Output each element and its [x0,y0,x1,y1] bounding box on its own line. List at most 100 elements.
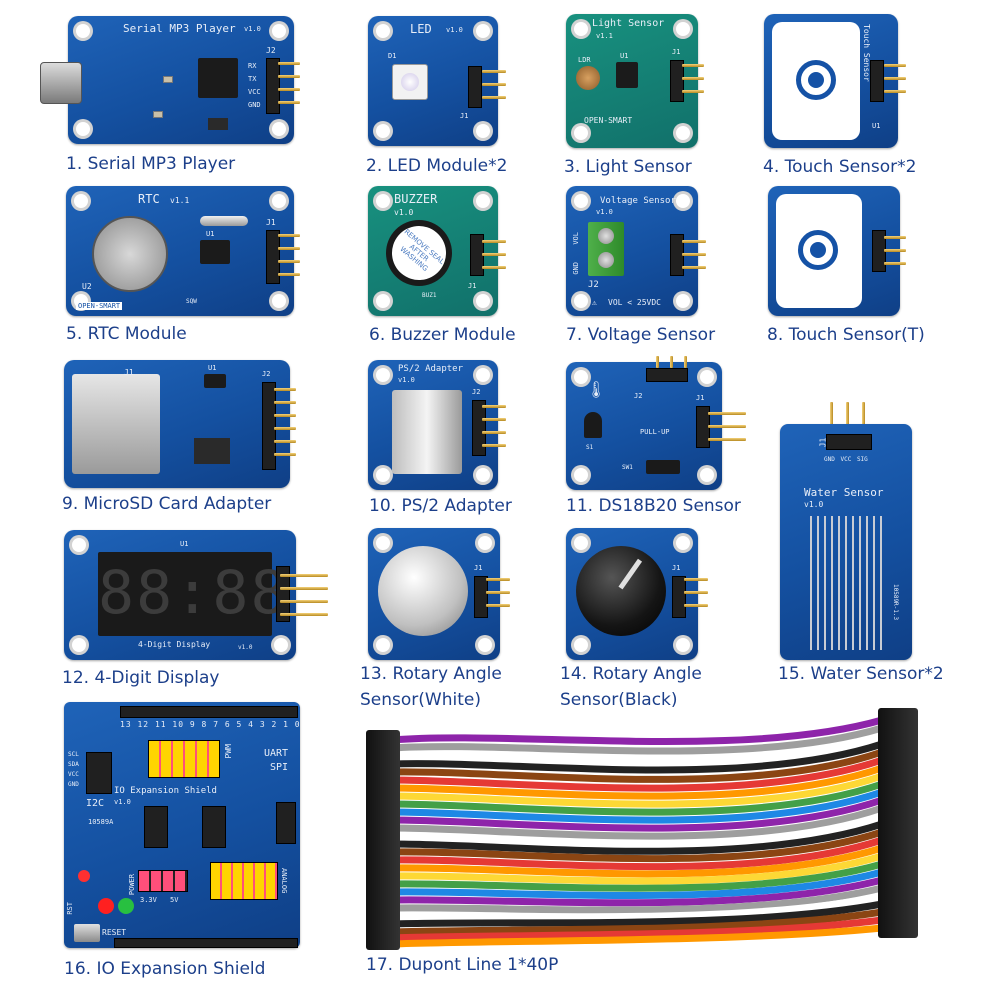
header-pin [274,388,296,391]
touch-sensor-t-board [768,186,900,316]
mounting-hole [676,536,690,550]
header-pin [280,613,328,616]
digital-header [120,706,298,718]
header-pin [862,402,865,428]
header-label: J2 [472,388,481,396]
shield-title: IO Expansion Shield [114,786,217,796]
mounting-hole [700,370,714,384]
chip-designator: U1 [180,540,189,548]
mounting-hole [574,370,588,384]
header-pin [682,77,704,80]
pin-label: 4 [248,720,254,729]
pullup-label: PULL-UP [640,428,670,436]
pin-label: 1 [283,720,289,729]
header-pin [278,273,300,276]
sqw-label: SQW [186,298,197,305]
shield-code: 10589A [88,818,114,826]
header-pin [274,414,296,417]
mounting-hole [72,638,86,652]
microsd-slot [72,374,160,474]
mounting-hole [76,122,90,136]
header-pin [482,431,506,434]
header-pin [684,591,708,594]
crystal [200,216,248,226]
chip-designator: U1 [620,52,629,60]
brand-label: OPEN-SMART [76,302,123,310]
board-version: v1.0 [804,500,824,509]
led-lens [401,73,419,91]
pin-label: SDA [68,761,79,768]
pin-label: 13 [120,720,132,729]
pin-label: GND [824,456,835,463]
header-label: J2 [266,46,276,55]
header-pin [278,234,300,237]
mounting-hole [376,468,390,482]
board-version: v1.1 [170,196,190,205]
mounting-hole [478,638,492,652]
header-pin [486,578,510,581]
led-designator: D1 [388,52,397,60]
pin-label: 3 [259,720,266,729]
sensor-designator: S1 [586,444,594,451]
spi-label: SPI [270,762,289,773]
bottom-header [114,938,298,948]
i2c-header [86,752,112,794]
uart-label: UART [264,748,289,759]
ds18b20-sensor-board: J2 🌡 S1 PULL-UP SW1 J1 [566,362,722,490]
pin-label: 0 [294,720,301,729]
chip-designator: U1 [208,364,217,372]
pin-header [266,230,280,284]
header-pin [708,412,746,415]
pin-label: GND [68,781,79,788]
board-code: 10589R-1.3 [892,584,899,621]
caption-ps2-adapter: 10. PS/2 Adapter [369,496,512,516]
level-shifter-chip [204,374,226,388]
header-pin [682,64,704,67]
digital-pin-labels: 13 12 11 10 9 8 7 6 5 4 3 2 1 0 [120,720,301,729]
status-led-red [98,898,114,914]
header-pin [884,262,906,265]
pin-header [276,566,290,622]
board-version: v1.0 [446,26,463,34]
mounting-hole [476,194,490,208]
header-pin [486,604,510,607]
header-pin [486,591,510,594]
coin-cell-holder [92,216,168,292]
led-component [392,64,428,100]
header-pin [278,88,300,91]
mounting-hole [376,294,390,308]
board-version: v1.0 [596,208,613,216]
display-digits: 88:88 [98,558,289,628]
board-title: Voltage Sensor [600,196,676,206]
i2c-pin-labels: SCL SDA VCC GND [68,750,79,790]
header-label: J1 [672,48,681,56]
mounting-hole [574,536,588,550]
header-pin [274,453,296,456]
buzzer-seal-sticker: REMOVE SEAL AFTER WASHING [380,214,458,292]
caption-rotary-white-line1: 13. Rotary Angle [360,664,502,684]
mounting-hole [574,126,588,140]
board-title: RTC [138,192,160,206]
seven-segment-display: 88:88 [98,552,289,636]
potentiometer-knob-white [378,546,468,636]
pin-header [870,60,884,102]
pin-header [670,60,684,102]
board-title: LED [410,22,432,36]
pin-label: 11 [154,720,167,729]
mounting-hole [376,638,390,652]
mounting-hole [700,468,714,482]
board-title: PS/2 Adapter [398,364,464,374]
mounting-hole [676,638,690,652]
header-pin [682,266,706,269]
mounting-hole [476,294,490,308]
microsd-adapter-board: J1 U1 J2 [64,360,290,488]
touch-icon-center [810,242,826,258]
wire-strands [391,716,884,948]
knob-pointer [618,558,643,590]
mounting-hole [476,368,490,382]
board-version: v1.0 [394,208,414,217]
four-digit-display-board: U1 88:88 4-Digit Display v1.0 [64,530,296,660]
header-pin [482,266,506,269]
mounting-hole [574,194,588,208]
gnd-label: GND [572,262,580,275]
